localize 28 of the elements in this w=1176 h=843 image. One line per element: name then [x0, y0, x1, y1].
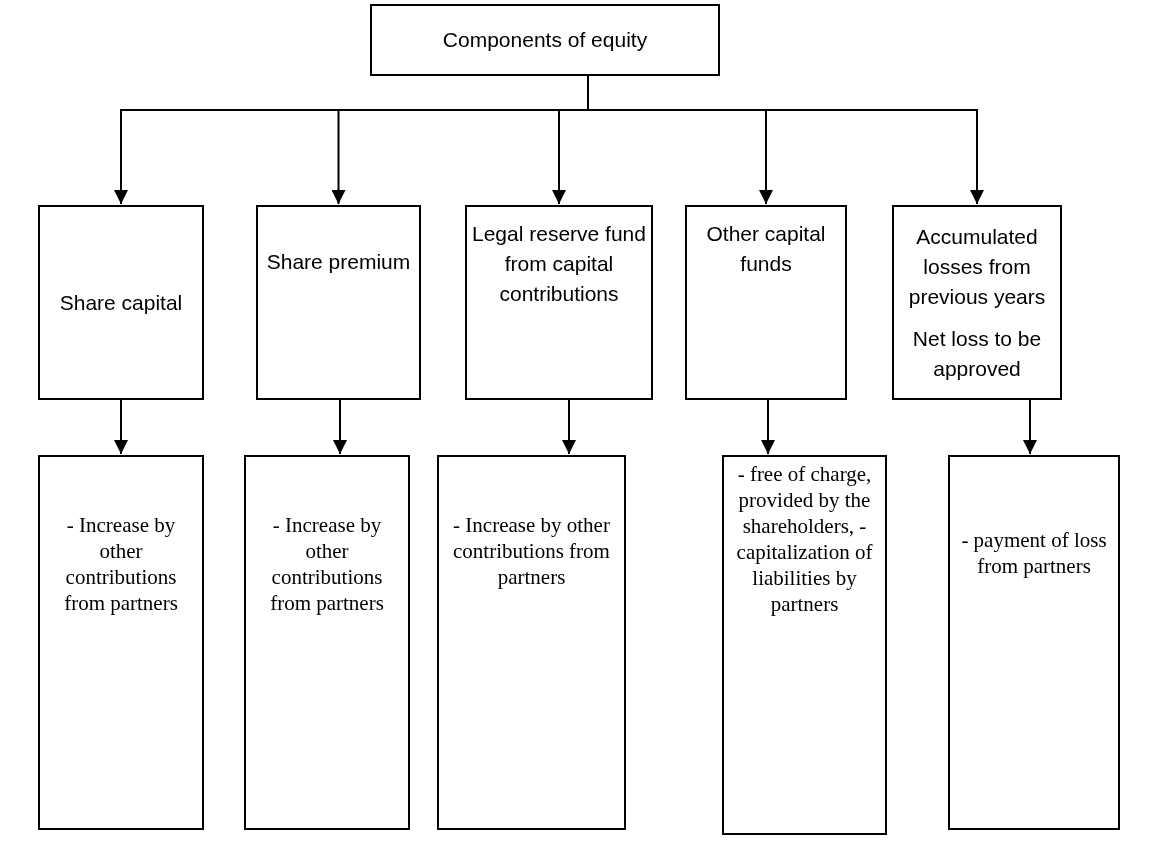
process-box [892, 205, 1062, 400]
title-box [370, 4, 720, 76]
node-text: Share premium [266, 249, 411, 275]
process-box [244, 455, 410, 830]
process-box [948, 455, 1120, 830]
process-box [465, 205, 653, 400]
node-text: Accumulated losses from previous years [907, 223, 1047, 310]
arrow [761, 399, 775, 455]
process-box [38, 205, 204, 400]
process-box [437, 455, 626, 830]
node-text: - free of charge, provided by the shareholders, - capitalization of liabilities by partners [735, 461, 874, 617]
node-text: Net loss to be approved [911, 325, 1043, 382]
node-text: - payment of loss from partners [960, 527, 1108, 579]
process-box [38, 455, 204, 830]
process-box [722, 455, 887, 835]
arrow [333, 399, 347, 455]
node-text: - Increase by other contributions from partners [269, 512, 385, 616]
node-text: Other capital funds [705, 221, 827, 277]
arrow [562, 399, 576, 455]
process-box [256, 205, 421, 400]
node-text: - Increase by other contributions from partners [452, 512, 611, 590]
arrow [114, 399, 128, 455]
node-text: Legal reserve fund from capital contributions [471, 221, 647, 307]
arrow [1023, 399, 1037, 455]
process-box [685, 205, 847, 400]
node-text: - Increase by other contributions from partners [63, 512, 179, 616]
node-text: Components of equity [442, 27, 648, 53]
node-text: Share capital [59, 289, 183, 316]
